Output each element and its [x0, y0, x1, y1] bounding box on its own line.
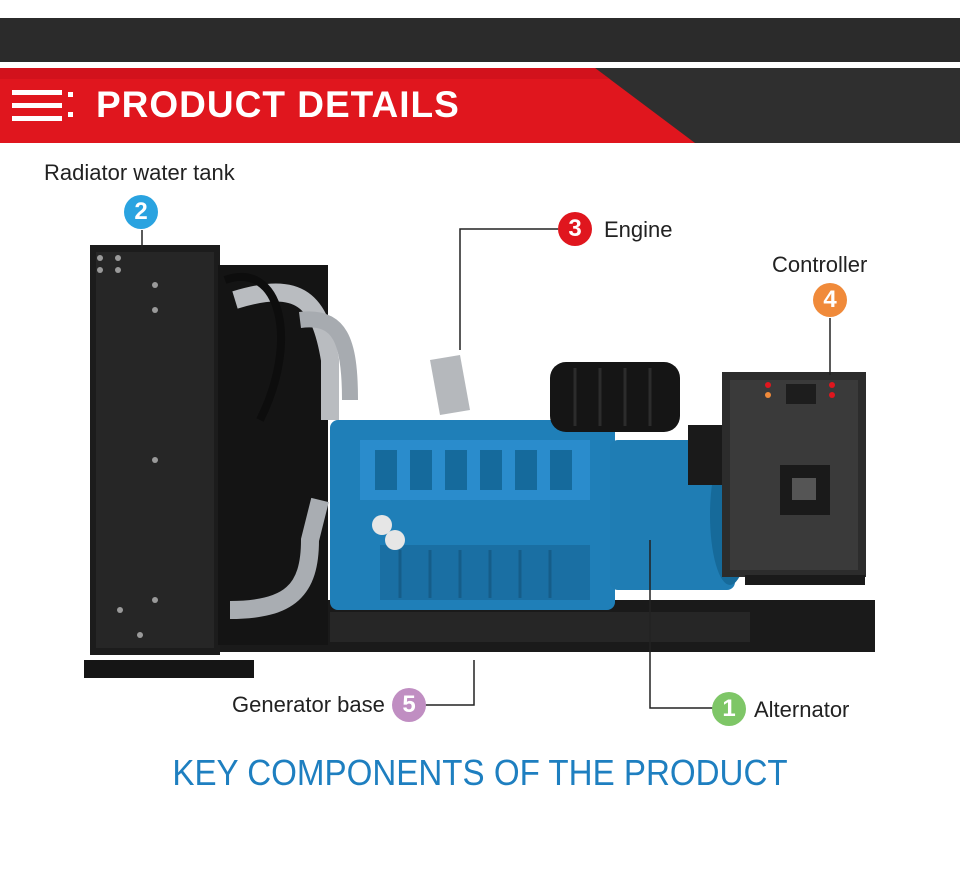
section-banner	[0, 68, 960, 143]
badge-5: 5	[392, 688, 426, 722]
badge-2: 2	[124, 195, 158, 229]
engine-label: Engine	[604, 217, 673, 242]
banner-title: PRODUCT DETAILS	[96, 84, 460, 125]
controller-label: Controller	[772, 252, 868, 277]
generator-base-label: Generator base	[232, 692, 385, 717]
banner-background	[0, 68, 960, 143]
top-bar	[0, 18, 960, 62]
badge-3: 3	[558, 212, 592, 246]
badge-4: 4	[813, 283, 847, 317]
menu-lines-icon	[12, 90, 73, 121]
radiator-label: Radiator water tank	[44, 160, 235, 185]
alternator-label: Alternator	[754, 697, 850, 722]
footer-title: KEY COMPONENTS OF THE PRODUCT	[172, 752, 788, 793]
badge-1: 1	[712, 692, 746, 726]
